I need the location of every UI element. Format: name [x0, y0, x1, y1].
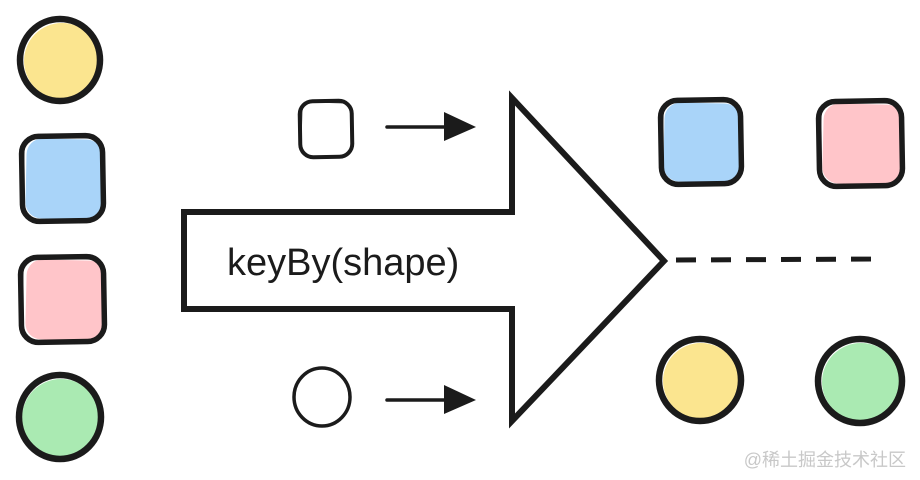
input-yellow-circle-icon: [16, 15, 104, 105]
input-green-circle-icon: [15, 371, 105, 463]
output-yellow-circle-icon: [655, 335, 745, 425]
output-blue-square-icon: [657, 96, 745, 188]
big-arrow-shape: [181, 90, 669, 429]
partition-dashed-line: [675, 256, 885, 263]
watermark-text: @稀土掘金技术社区: [744, 450, 906, 470]
maps-to-arrow-icon: [385, 385, 476, 414]
output-squares-partition: [657, 96, 906, 190]
keyby-operator-arrow: keyBy(shape): [181, 90, 669, 429]
key-circle-mapping: [292, 366, 476, 428]
key-square-icon: [297, 98, 355, 160]
keyby-label: keyBy(shape): [227, 242, 459, 284]
maps-to-arrow-icon: [385, 112, 476, 141]
key-circle-icon: [292, 366, 352, 428]
output-circles-partition: [655, 335, 906, 427]
input-pink-square-icon: [17, 253, 108, 346]
output-pink-square-icon: [815, 97, 906, 190]
input-blue-square-icon: [18, 132, 107, 225]
key-square-mapping: [297, 98, 476, 160]
input-stream-column: [15, 15, 108, 463]
output-green-circle-icon: [814, 335, 906, 427]
